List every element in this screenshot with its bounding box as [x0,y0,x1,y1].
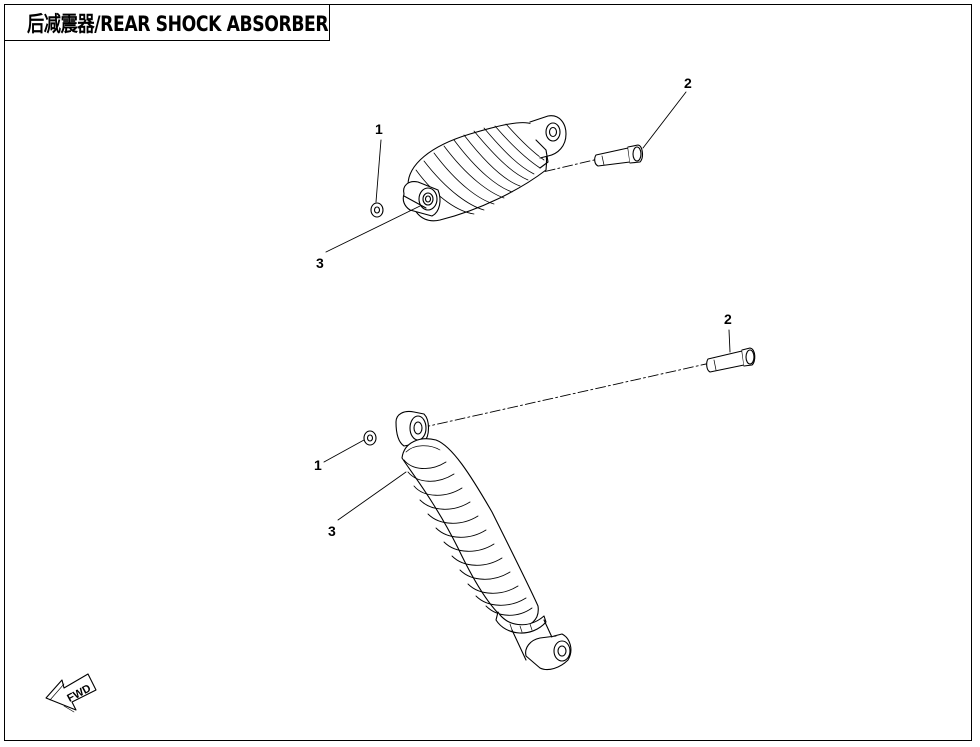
lower-bolt [706,347,756,373]
upper-bolt [594,144,643,167]
lower-washer [363,430,377,446]
callout-upper-1: 1 [375,121,383,137]
lower-shock-absorber: 1 2 3 [314,311,756,671]
callout-upper-2: 2 [684,75,692,91]
upper-spring-coils [415,123,545,215]
page-title: 后减震器/REAR SHOCK ABSORBER [27,11,329,36]
callout-lower-2: 2 [724,311,732,327]
callout-upper-3: 3 [316,255,324,271]
fwd-arrow-icon: FWD [45,673,97,713]
callout-lower-1: 1 [314,457,322,473]
lower-spring-coils [403,445,533,616]
title-box: 后减震器/REAR SHOCK ABSORBER [4,4,330,41]
callout-lower-3: 3 [328,523,336,539]
upper-shock-absorber: 1 2 3 [316,75,692,271]
upper-washer [370,202,384,218]
lower-top-bushing [395,410,430,447]
drawing-frame [4,4,972,741]
